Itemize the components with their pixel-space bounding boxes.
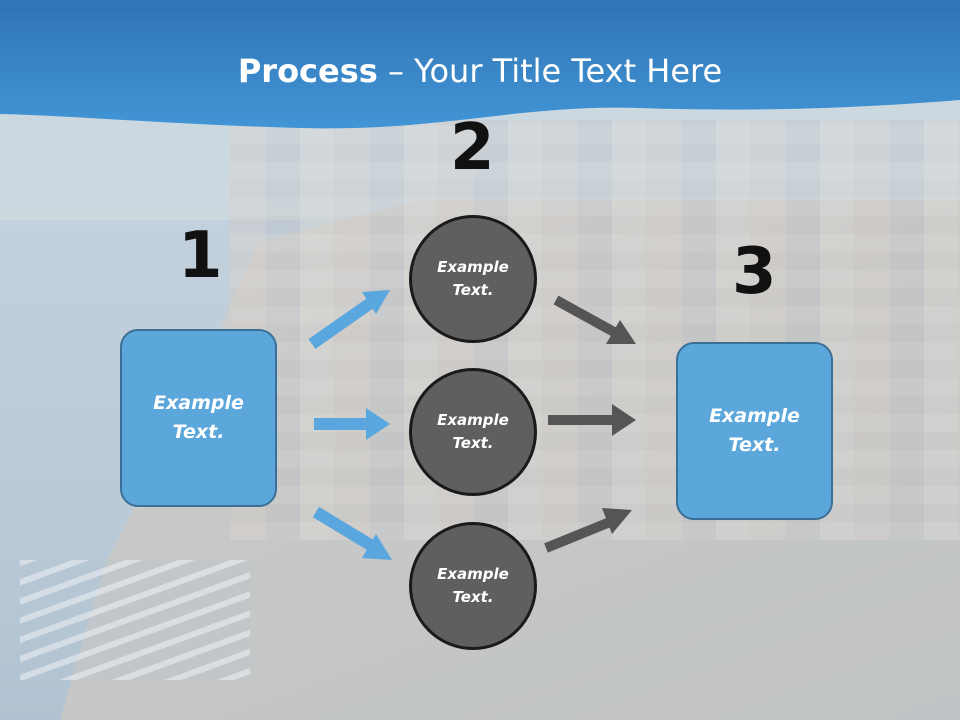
left-process-box: Example Text.	[120, 329, 277, 507]
step-number-3: 3	[732, 235, 777, 309]
circle-top-text: Example Text.	[437, 258, 509, 299]
harbor-boats	[20, 560, 250, 680]
right-box-text: Example Text.	[709, 405, 800, 456]
step-number-1: 1	[178, 219, 223, 293]
process-circle-middle: Example Text.	[409, 368, 537, 496]
process-circle-bottom: Example Text.	[409, 522, 537, 650]
left-box-text: Example Text.	[153, 392, 244, 443]
header-band	[0, 0, 960, 129]
circle-middle-text: Example Text.	[437, 411, 509, 452]
title-rest: – Your Title Text Here	[377, 52, 723, 90]
circle-bottom-text: Example Text.	[437, 565, 509, 606]
right-process-box: Example Text.	[676, 342, 833, 520]
title-bold: Process	[237, 52, 378, 90]
step-number-2: 2	[450, 111, 495, 185]
slide-title: Process – Your Title Text Here	[0, 52, 960, 90]
process-circle-top: Example Text.	[409, 215, 537, 343]
